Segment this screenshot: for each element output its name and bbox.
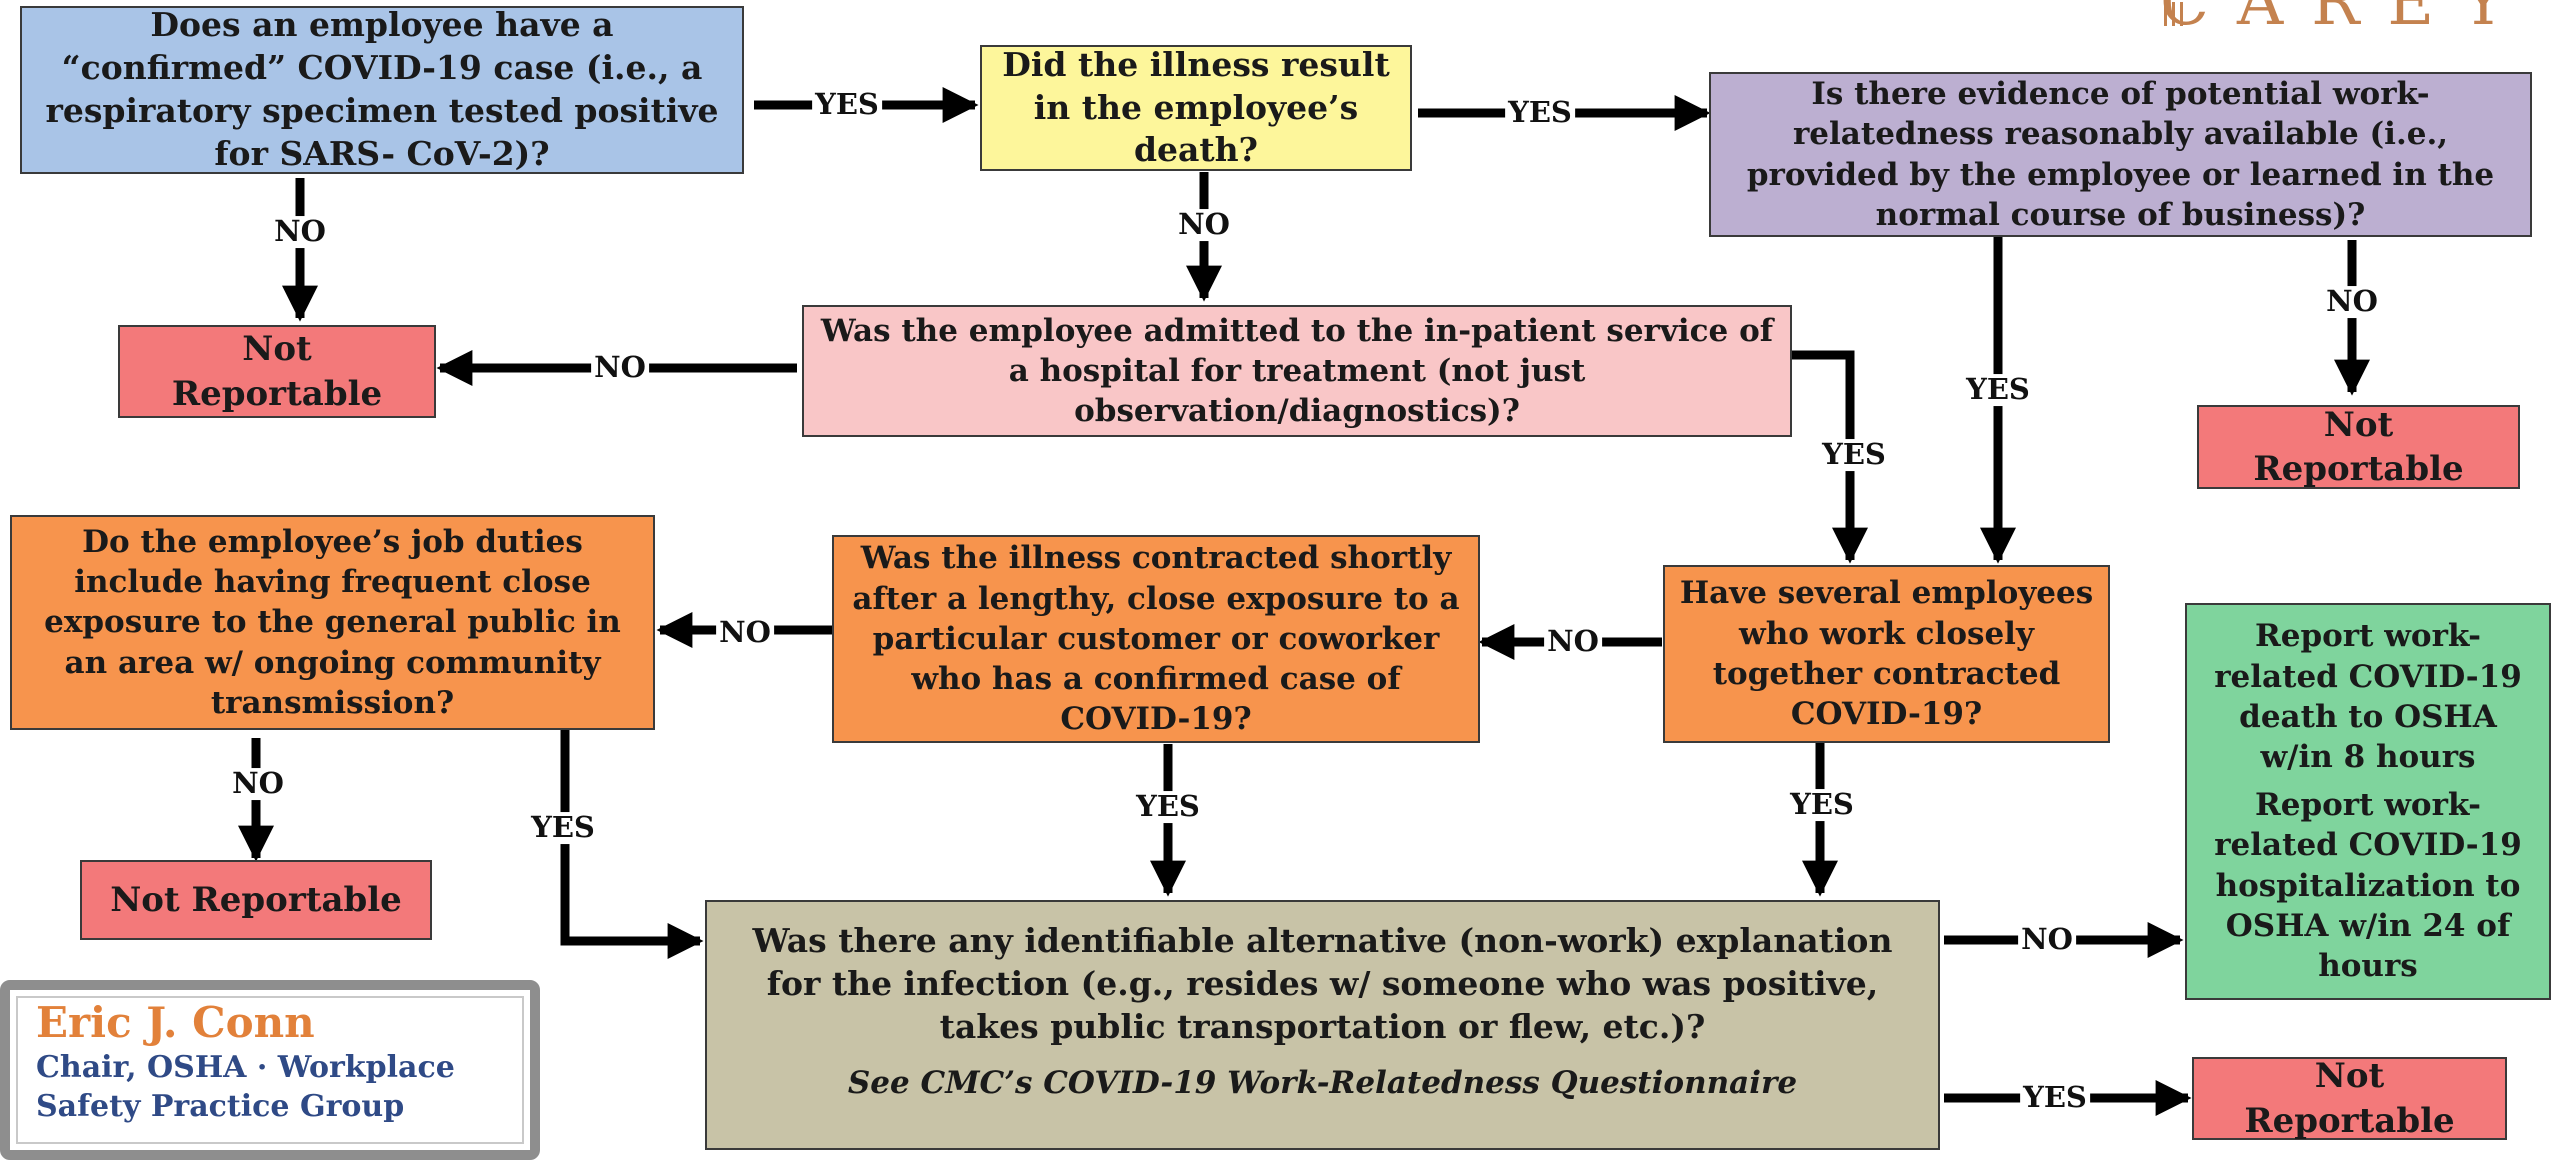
edge-label-q5-nr3: NO bbox=[229, 767, 287, 800]
carey-logo: CAREY bbox=[2160, 0, 2533, 40]
logo-mark-icon bbox=[2164, 2, 2183, 26]
contact-card: Eric J. Conn Chair, OSHA · Workplace Saf… bbox=[0, 980, 540, 1160]
question-confirmed-case: Does an employee have a “confirmed” COVI… bbox=[20, 5, 744, 174]
edge-label-q1-nr1: NO bbox=[271, 215, 329, 248]
question-several-employees-text: Have several employees who work closely … bbox=[1679, 575, 2094, 733]
report-to-osha-box: Report work-related COVID-19 death to OS… bbox=[2185, 603, 2551, 1000]
not-reportable-text-1: Not Reportable bbox=[171, 329, 383, 414]
question-death-text: Did the illness result in the employee’s… bbox=[1002, 44, 1390, 170]
report-hospitalization-text: Report work-related COVID-19 hospitaliza… bbox=[2214, 787, 2522, 985]
question-alternative-explanation-text: Was there any identifiable alternative (… bbox=[752, 921, 1893, 1046]
edge-label-q5-q8: YES bbox=[528, 811, 598, 844]
edge-label-q8-nr4: YES bbox=[2020, 1081, 2090, 1114]
question-work-relatedness-evidence-text: Is there evidence of potential work-rela… bbox=[1746, 75, 2495, 233]
question-close-exposure-text: Was the illness contracted shortly after… bbox=[852, 540, 1460, 738]
question-several-employees: Have several employees who work closely … bbox=[1663, 565, 2110, 743]
arrow-q5-q8 bbox=[560, 730, 704, 959]
not-reportable-text-2: Not Reportable bbox=[2253, 404, 2464, 489]
contact-title: Chair, OSHA · Workplace Safety Practice … bbox=[36, 1050, 455, 1125]
edge-label-q1-q2: YES bbox=[812, 88, 882, 121]
edge-label-q7-q6: NO bbox=[1544, 625, 1602, 658]
question-public-exposure: Do the employee’s job duties include hav… bbox=[10, 515, 655, 730]
not-reportable-box-4: Not Reportable bbox=[2192, 1056, 2507, 1141]
questionnaire-reference-note: See CMC’s COVID-19 Work-Relatedness Ques… bbox=[847, 1064, 1798, 1101]
edge-label-q3-nr2: NO bbox=[2323, 285, 2381, 318]
question-hospital-admission-text: Was the employee admitted to the in-pati… bbox=[820, 312, 1774, 430]
not-reportable-box-2: Not Reportable bbox=[2197, 405, 2520, 489]
edge-label-q3-q7: YES bbox=[1963, 373, 2033, 406]
question-public-exposure-text: Do the employee’s job duties include hav… bbox=[44, 523, 621, 721]
question-work-relatedness-evidence: Is there evidence of potential work-rela… bbox=[1709, 72, 2532, 237]
question-close-exposure: Was the illness contracted shortly after… bbox=[832, 535, 1480, 743]
not-reportable-box-3: Not Reportable bbox=[80, 860, 432, 940]
question-alternative-explanation: Was there any identifiable alternative (… bbox=[705, 900, 1940, 1150]
not-reportable-text-3: Not Reportable bbox=[110, 879, 402, 920]
edge-label-q6-q5: NO bbox=[716, 616, 774, 649]
edge-label-q2-q4: NO bbox=[1175, 208, 1233, 241]
edge-label-q7-q8: YES bbox=[1787, 788, 1857, 821]
edge-label-q8-report: NO bbox=[2018, 923, 2076, 956]
report-death-text: Report work-related COVID-19 death to OS… bbox=[2214, 618, 2522, 776]
question-confirmed-case-text: Does an employee have a “confirmed” COVI… bbox=[45, 5, 719, 173]
edge-label-q4-q7: YES bbox=[1819, 438, 1889, 471]
not-reportable-box-1: Not Reportable bbox=[118, 325, 436, 418]
not-reportable-text-4: Not Reportable bbox=[2244, 1056, 2455, 1141]
question-hospital-admission: Was the employee admitted to the in-pati… bbox=[802, 305, 1792, 437]
contact-name: Eric J. Conn bbox=[36, 998, 315, 1047]
arrow-q4-q7 bbox=[1792, 350, 1868, 564]
question-death: Did the illness result in the employee’s… bbox=[980, 45, 1412, 171]
edge-label-q2-q3: YES bbox=[1505, 96, 1575, 129]
edge-label-q4-nr1: NO bbox=[591, 351, 649, 384]
edge-label-q6-q8: YES bbox=[1133, 790, 1203, 823]
